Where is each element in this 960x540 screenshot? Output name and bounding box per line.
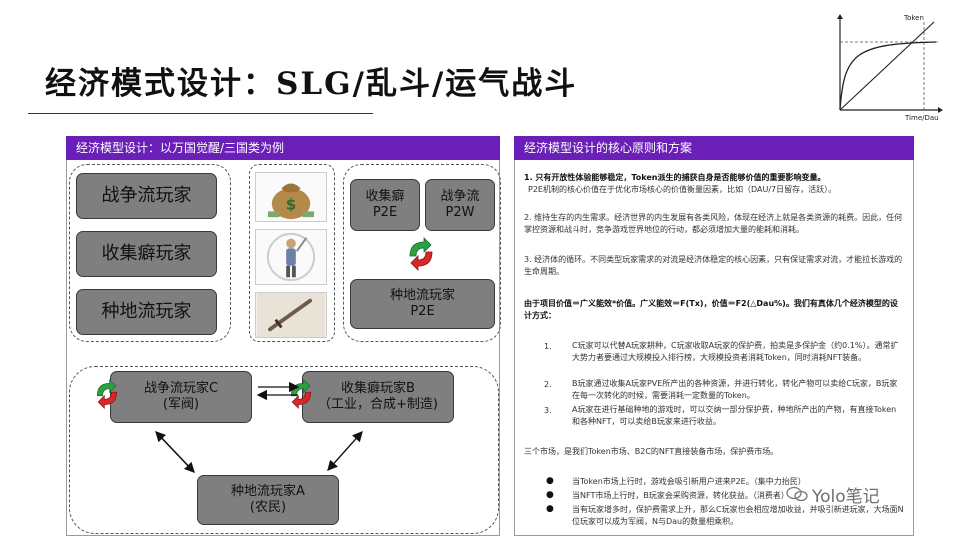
money-bag-image: $: [255, 172, 327, 222]
hero-character-image: [255, 229, 327, 285]
collect-p2e-box: 收集癖 P2E: [350, 179, 420, 231]
left-panel-header: 经济模型设计：以万国觉醒/三国类为例: [66, 136, 500, 160]
bullet-1-text: 当Token市场上行时，游戏会吸引新用户进来P2E。（集中力抬民）: [572, 477, 806, 486]
sword-image: [255, 292, 327, 338]
war-p2w-line1: 战争流: [440, 189, 480, 205]
farm-p2e-line1: 种地流玩家: [389, 288, 455, 304]
bullet-3-text: 当有玩家增多时，保护费需求上升，那么C玩家也会相应增加收益，并吸引新进玩家，大场…: [572, 505, 904, 526]
war-player-label: 战争流玩家: [101, 185, 192, 207]
cycle-icon-c: [96, 379, 118, 409]
svg-text:$: $: [286, 195, 297, 213]
image-column-group: [249, 164, 335, 342]
farm-player-a-line2: (农民): [249, 500, 287, 515]
collector-player-box: 收集癖玩家: [76, 231, 217, 277]
right-panel-header: 经济模型设计的核心原则和方案: [514, 136, 914, 160]
principle-1-body: P2E机制的核心价值在于优化市场核心的价值衡量因素，比如（DAU/7日留存，活跃…: [528, 185, 837, 194]
principle-1-title: 1. 只有开放性体验能够稳定，Token派生的捕获自身是否能够价值的重要影响变量…: [524, 173, 826, 182]
war-p2w-box: 战争流 P2W: [425, 179, 495, 231]
watermark-logo: [786, 486, 808, 502]
bullet-2-text: 当NFT市场上行时，B玩家会采购资源，转化获益。（消费者）: [572, 491, 789, 500]
bullet-2-dot: ●: [546, 490, 554, 500]
watermark-text: Yolo笔记: [812, 487, 880, 507]
p2e-p2w-group: [343, 164, 501, 342]
collector-player-b-line2: （工业，合成+制造): [318, 397, 438, 412]
item-2-number: 2.: [544, 380, 552, 389]
mini-chart-y-label: Token: [904, 14, 924, 22]
farm-p2e-line2: P2E: [410, 304, 435, 319]
item-1-text: C玩家可以代替A玩家耕种，C玩家收取A玩家的保护费，拍卖是多保护金（约0.1%）…: [572, 341, 899, 362]
collect-p2e-line1: 收集癖: [365, 189, 405, 205]
bullet-3-dot: ●: [546, 504, 554, 514]
item-2-text: B玩家通过收集A玩家PVE所产出的各种资源，并进行转化，转化产物可以卖给C玩家，…: [572, 379, 898, 400]
item-3-number: 3.: [544, 406, 552, 415]
farmer-player-box: 种地流玩家: [76, 289, 217, 335]
war-player-c-box: 战争流玩家C (军阀): [110, 371, 252, 423]
war-player-c-line1: 战争流玩家C: [143, 381, 219, 397]
mini-chart-x-label: Time/Dau: [905, 114, 939, 122]
relation-arrows: [155, 381, 363, 473]
page-title: 经济模式设计：SLG/乱斗/运气战斗: [45, 66, 578, 102]
farm-player-a-box: 种地流玩家A (农民): [197, 475, 339, 525]
collect-p2e-line2: P2E: [372, 205, 398, 220]
collector-player-label: 收集癖玩家: [101, 243, 192, 265]
war-p2w-line2: P2W: [445, 205, 475, 220]
market-summary: 三个市场，是我们Token市场、B2C的NFT直接装备市场，保护费市场。: [524, 447, 779, 456]
cycle-icon: [409, 237, 433, 271]
farmer-player-label: 种地流玩家: [101, 301, 192, 323]
farm-p2e-box: 种地流玩家 P2E: [350, 279, 495, 329]
war-player-c-line2: (军阀): [162, 397, 200, 412]
principle-2: 2. 维持生存的内生需求。经济世界的内生发展有各类风险，体现在经济上就是各类资源…: [524, 213, 903, 234]
wechat-icon: [786, 486, 808, 502]
player-types-group: [69, 164, 231, 342]
title-underline: [28, 113, 373, 114]
player-relation-group: [69, 366, 499, 534]
token-growth-mini-chart: [837, 14, 943, 113]
item-3-text: A玩家在进行基础种地的游戏时，可以交纳一部分保护费，种地所产出的产物，有直接To…: [572, 405, 897, 426]
item-1-number: 1.: [544, 342, 552, 351]
principle-3: 3. 经济体的循环。不同类型玩家需求的对流是经济体稳定的核心因素，只有保证需求对…: [524, 255, 903, 276]
collector-player-b-box: 收集癖玩家B （工业，合成+制造): [302, 371, 454, 423]
war-player-box: 战争流玩家: [76, 173, 217, 219]
design-intro: 由于项目价值＝广义能效*价值。广义能效＝F(Tx)，价值＝F2(△Dau%)。我…: [524, 299, 898, 320]
collector-player-b-line1: 收集癖玩家B: [341, 381, 415, 397]
bullet-1-dot: ●: [546, 476, 554, 486]
farm-player-a-line1: 种地流玩家A: [231, 484, 305, 500]
